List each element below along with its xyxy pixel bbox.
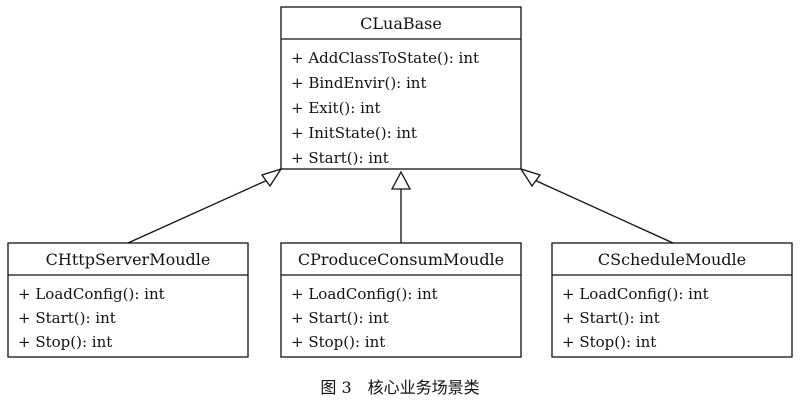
class-box-chttpservermoudle: CHttpServerMoudle + LoadConfig(): int + … bbox=[7, 242, 249, 358]
class-name-cproduceconsummoudle: CProduceConsumMoudle bbox=[298, 250, 504, 269]
member-exit: + Exit(): int bbox=[291, 99, 381, 117]
arrowhead-http bbox=[260, 167, 283, 188]
member-start: + Start(): int bbox=[291, 309, 389, 327]
class-name-cluabase: CLuaBase bbox=[360, 14, 442, 33]
arrowhead-schedule bbox=[519, 167, 542, 188]
member-load-config: + LoadConfig(): int bbox=[18, 285, 165, 303]
member-add-class-to-state: + AddClassToState(): int bbox=[291, 49, 479, 67]
member-init-state: + InitState(): int bbox=[291, 124, 417, 142]
member-stop: + Stop(): int bbox=[562, 333, 656, 351]
edge-http-to-base bbox=[127, 177, 273, 244]
arrowhead-produce bbox=[390, 170, 412, 190]
edge-schedule-to-base bbox=[529, 177, 674, 244]
class-box-cluabase: CLuaBase + AddClassToState(): int + Bind… bbox=[280, 6, 522, 170]
inheritance-edges bbox=[127, 167, 674, 244]
class-name-chttpservermoudle: CHttpServerMoudle bbox=[46, 250, 211, 269]
member-start: + Start(): int bbox=[18, 309, 116, 327]
member-load-config: + LoadConfig(): int bbox=[562, 285, 709, 303]
member-stop: + Stop(): int bbox=[291, 333, 385, 351]
member-bind-envir: + BindEnvir(): int bbox=[291, 74, 426, 92]
member-start: + Start(): int bbox=[291, 149, 389, 167]
class-box-cproduceconsummoudle: CProduceConsumMoudle + LoadConfig(): int… bbox=[280, 242, 522, 358]
member-start: + Start(): int bbox=[562, 309, 660, 327]
member-stop: + Stop(): int bbox=[18, 333, 112, 351]
class-box-cschedulemoudle: CScheduleMoudle + LoadConfig(): int + St… bbox=[551, 242, 793, 358]
class-name-cschedulemoudle: CScheduleMoudle bbox=[598, 250, 746, 269]
member-load-config: + LoadConfig(): int bbox=[291, 285, 438, 303]
figure-caption: 图 3 核心业务场景类 bbox=[320, 378, 479, 397]
